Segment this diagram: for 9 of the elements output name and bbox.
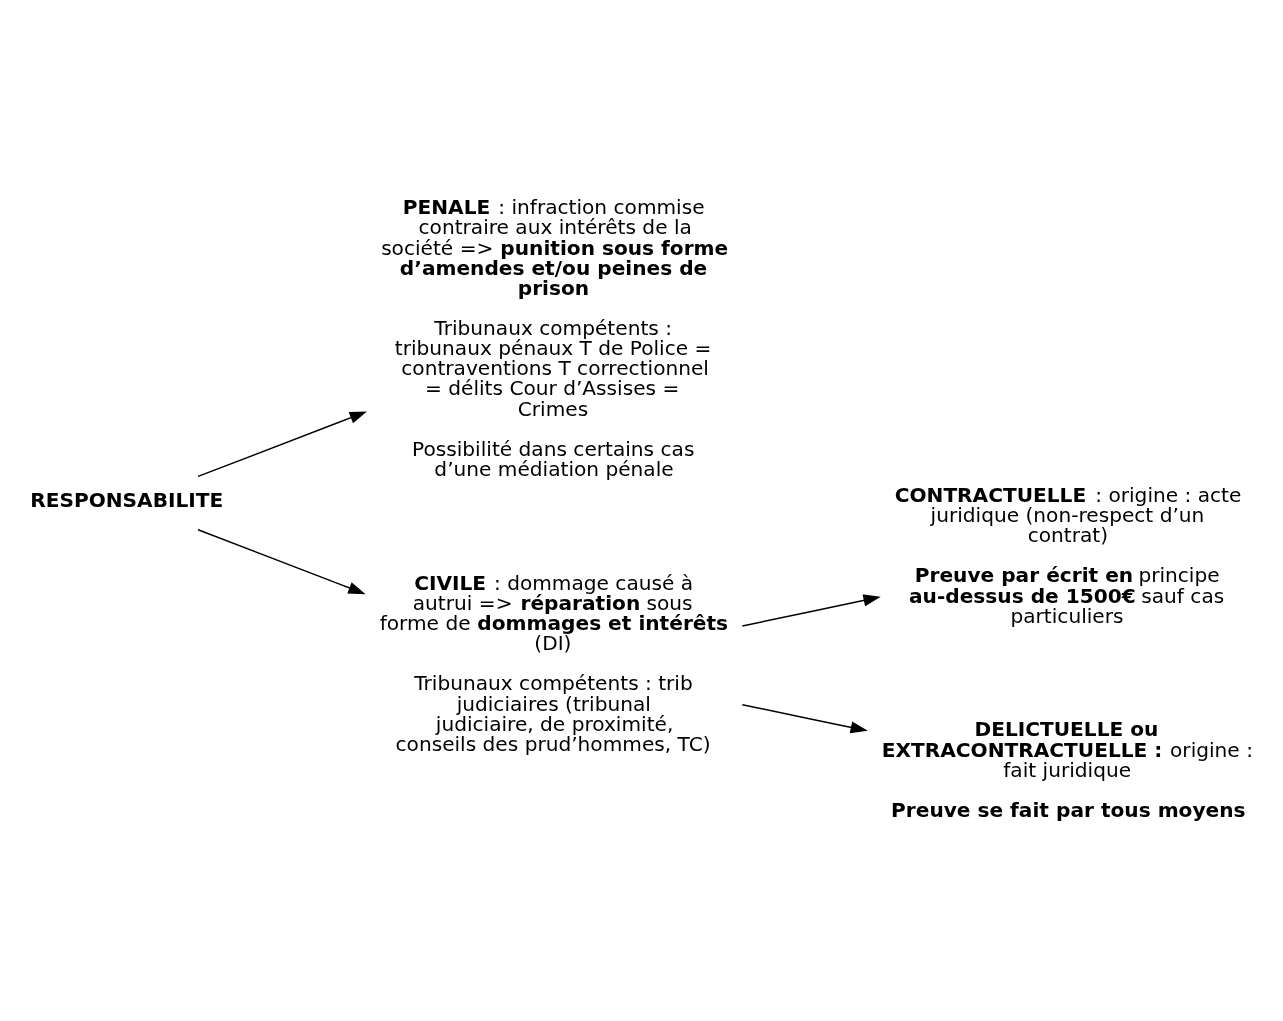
node-text: DELICTUELLE ou EXTRACONTRACTUELLE : origine : fait juridique Preuve se fait par tous moyens <box>881 716 1253 822</box>
node-text: CIVILE : dommage causé à autrui => réparation sous forme de dommages et intérêts (DI) Tribunaux compétents : trib judiciaires (tribunal judiciaire, de proximité, conseils des prud’hommes, TC) <box>379 570 729 756</box>
node-text: RESPONSABILITE <box>30 487 224 512</box>
node-text: PENALE : infraction commise contraire aux intérêts de la société => punition sous forme d’amendes et/ou peines de prison Tribunaux compétents : tribunaux pénaux T de Police = contraventions T correctionnel = délits Cour d’Assises = Crimes Possibilité dans certains cas d’une médiation pénale <box>381 194 729 481</box>
arrow <box>741 703 868 733</box>
arrow <box>197 528 366 594</box>
node-text: CONTRACTUELLE : origine : acte juridique (non-respect d’un contrat) Preuve par écrit en principe au-dessus de 1500€ sauf cas particuliers <box>894 482 1242 628</box>
arrow <box>197 411 367 477</box>
arrow <box>741 593 881 627</box>
